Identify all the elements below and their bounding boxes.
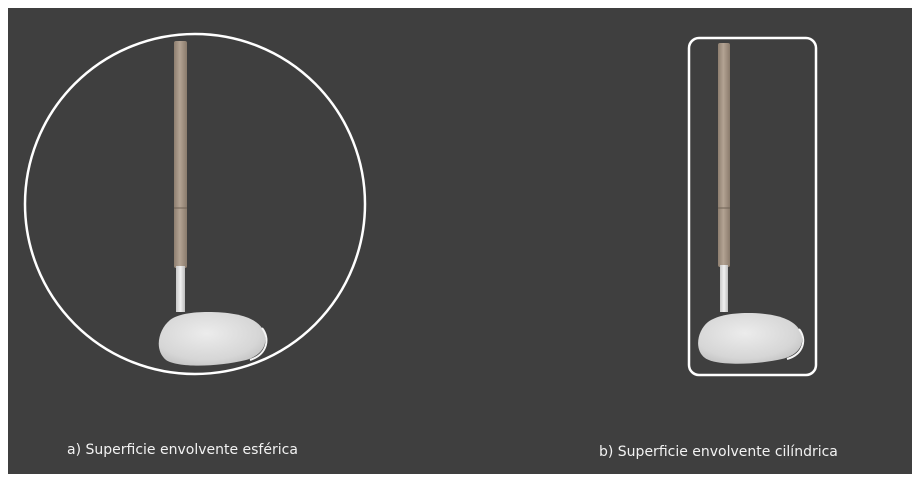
golf-club-b bbox=[698, 43, 805, 364]
golf-club-a bbox=[158, 41, 268, 366]
figure-canvas: a) Superficie envolvente esférica b) Sup… bbox=[8, 8, 912, 474]
club-head-a bbox=[158, 312, 266, 366]
club-shaft-b bbox=[718, 43, 730, 267]
club-hosel-b bbox=[720, 265, 728, 312]
club-hosel-a bbox=[176, 266, 185, 312]
club-head-b bbox=[698, 313, 803, 364]
cylindrical-envelope-group bbox=[687, 36, 818, 377]
spherical-envelope-outline bbox=[23, 32, 367, 376]
club-shaft-a bbox=[174, 41, 187, 268]
spherical-envelope-group bbox=[23, 32, 367, 376]
cylindrical-envelope-outline bbox=[687, 36, 818, 377]
caption-cylindrical-envelope: b) Superficie envolvente cilíndrica bbox=[599, 444, 838, 460]
caption-spherical-envelope: a) Superficie envolvente esférica bbox=[67, 442, 298, 458]
golf-club-envelopes-diagram bbox=[23, 32, 818, 377]
